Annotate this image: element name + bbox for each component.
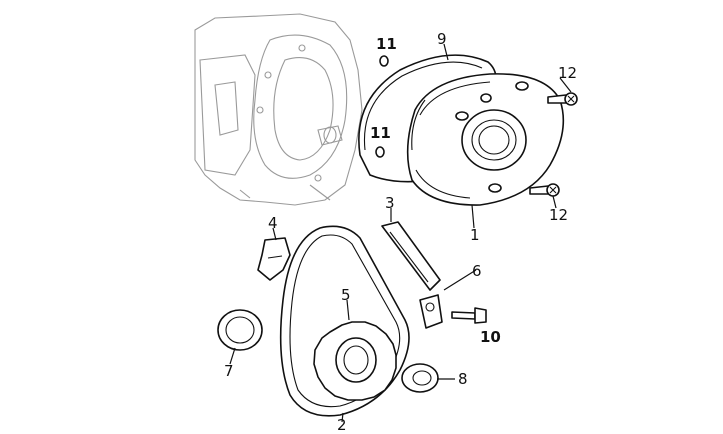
- tensioner-pivot: [419, 294, 443, 329]
- callout-10: 10: [480, 328, 501, 346]
- callout-12-top: 12: [558, 64, 577, 82]
- crank-sprocket: [313, 321, 397, 401]
- callout-11-middle: 11: [370, 124, 391, 142]
- callout-4: 4: [268, 214, 278, 232]
- callout-6: 6: [472, 262, 482, 280]
- crankcase-outline: [194, 13, 363, 206]
- dowel-pins: [375, 55, 389, 158]
- chain-guide-left: [257, 237, 291, 281]
- callout-12-bottom: 12: [549, 206, 568, 224]
- callout-3: 3: [385, 194, 395, 212]
- callout-1: 1: [470, 226, 480, 244]
- callout-2: 2: [337, 416, 347, 434]
- timing-cover: [406, 73, 565, 206]
- callout-8: 8: [458, 370, 468, 388]
- tensioner-bolt: [451, 307, 487, 324]
- cover-screws: [529, 92, 578, 197]
- callout-11-top: 11: [376, 35, 397, 53]
- callout-5: 5: [341, 286, 351, 304]
- callout-7: 7: [224, 362, 234, 380]
- leader-lines: [229, 43, 572, 423]
- tensioner-slipper: [381, 221, 441, 291]
- bushing-right: [401, 363, 439, 393]
- callout-9: 9: [437, 30, 447, 48]
- oil-seal-left: [217, 309, 263, 351]
- callout-labels: 1 2 3 4 5 6 7 8 9 10 11 11 12 12: [224, 30, 577, 434]
